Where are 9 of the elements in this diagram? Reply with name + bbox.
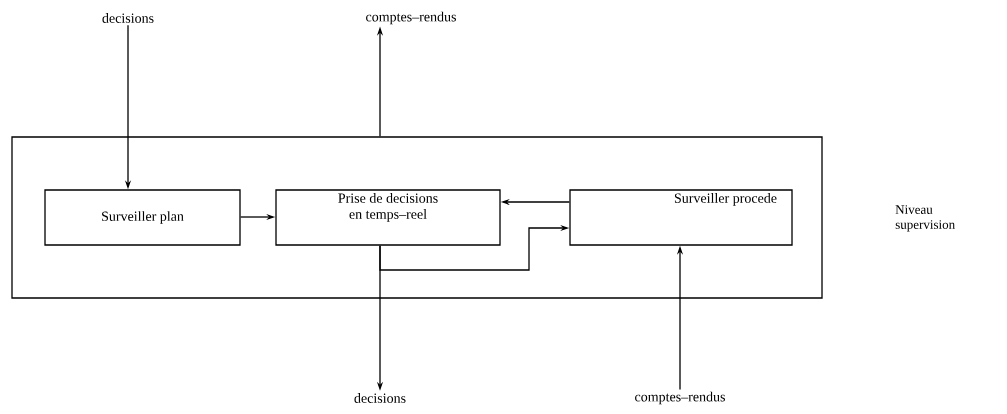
process-box: Surveiller procede	[569, 189, 793, 246]
level-frame	[11, 136, 823, 299]
process-box: Surveiller plan	[44, 189, 241, 246]
flow-label: decisions	[102, 13, 154, 23]
flow-label: comptes–rendus	[366, 11, 456, 25]
flow-label: comptes–rendus	[635, 391, 725, 405]
flow-label: decisions	[354, 393, 406, 403]
process-box: Prise de decisions en temps–reel	[275, 189, 501, 246]
level-label: Niveau supervision	[895, 205, 955, 232]
